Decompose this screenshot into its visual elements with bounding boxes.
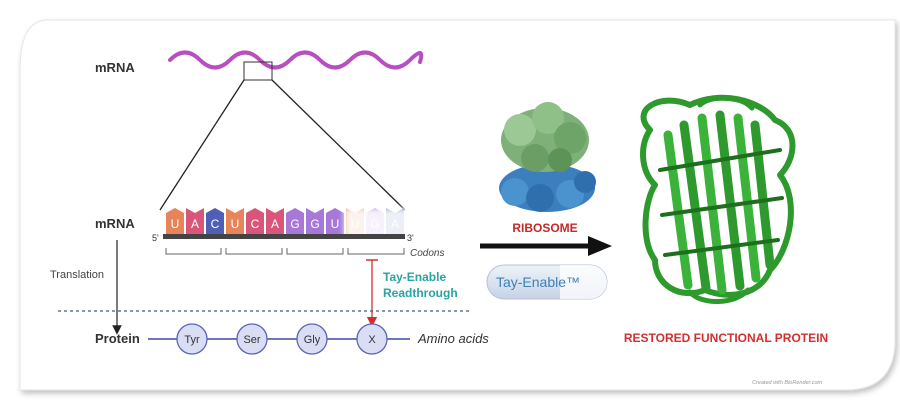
- ribosome-small-subunit-blob-4: [574, 171, 596, 193]
- nucleotide-shape: [166, 208, 184, 234]
- amino-acid-3: Gly: [296, 323, 328, 355]
- protein-cross-strand-1: [658, 148, 782, 172]
- card-background: [19, 19, 896, 391]
- nucleotide-base-label: U: [331, 217, 340, 231]
- mrna-mid-label: mRNA: [95, 216, 135, 231]
- amino-acid-circle: [236, 323, 268, 355]
- ribosome-label: RIBOSOME: [512, 221, 577, 235]
- codon-bracket-1: [165, 248, 222, 255]
- credit-label: Created with BioRender.com: [752, 380, 823, 386]
- ribosome-large-subunit-blob-5: [548, 148, 572, 172]
- nucleotide-base-label: A: [271, 217, 279, 231]
- protein-loop-bottom: [687, 287, 751, 304]
- ribosome-icon: [499, 102, 596, 212]
- nucleotide-4: U: [226, 208, 244, 234]
- nucleotide-9: U: [326, 208, 344, 234]
- nucleotide-shape: [186, 208, 204, 234]
- tay-enable-pill-label: Tay-Enable™: [496, 274, 580, 290]
- nucleotide-2: A: [186, 208, 204, 234]
- zoom-line-left: [159, 79, 245, 211]
- amino-acid-label: Ser: [243, 334, 260, 346]
- three-prime-label: 3': [407, 233, 414, 243]
- nucleotide-base-label: C: [211, 217, 220, 231]
- nucleotide-shape: [226, 208, 244, 234]
- protein-beta-strand-3: [697, 113, 727, 295]
- ribosome-small-subunit-blob-2: [526, 184, 554, 212]
- amino-acid-circle: [296, 323, 328, 355]
- nucleotide-base-label: A: [191, 217, 199, 231]
- nucleotide-base-label: C: [251, 217, 260, 231]
- ribosome-large-subunit-blob-2: [532, 102, 564, 134]
- amino-acids-label: Amino acids: [417, 331, 489, 346]
- process-arrow-head: [588, 236, 612, 256]
- nucleotide-8: G: [306, 208, 324, 234]
- codon-brackets: [165, 248, 405, 255]
- ribosome-large-subunit-blob-1: [504, 114, 536, 146]
- ribosome-large-subunit-blob-4: [521, 144, 549, 172]
- five-prime-label: 5': [152, 233, 159, 243]
- amino-acid-circle: [356, 323, 388, 355]
- tay-enable-pill-right-half: [560, 265, 607, 299]
- nucleotide-1: U: [166, 208, 184, 234]
- nucleotide-3: C: [206, 208, 224, 234]
- amino-acid-1: Tyr: [176, 323, 208, 355]
- mrna-backbone: [163, 234, 405, 239]
- protein-beta-strand-5: [733, 113, 761, 283]
- nucleotide-shape: [206, 208, 224, 234]
- protein-beta-strand-1: [663, 130, 693, 290]
- readthrough-label-line2: Readthrough: [383, 286, 458, 300]
- nucleotide-7: G: [286, 208, 304, 234]
- amino-acid-4: X: [356, 323, 388, 355]
- protein-beta-strand-4: [715, 110, 745, 291]
- nucleotide-shape: [326, 208, 344, 234]
- protein-cross-strand-2: [660, 196, 784, 217]
- amino-acid-label: X: [368, 334, 376, 346]
- amino-acid-2: Ser: [236, 323, 268, 355]
- nucleotide-base-label: G: [310, 217, 319, 231]
- readthrough-label-line1: Tay-Enable: [383, 270, 446, 284]
- protein-loop-top: [697, 95, 755, 111]
- zoom-box: [243, 61, 273, 81]
- nucleotide-shape: [246, 208, 264, 234]
- restored-protein-structure-icon: [640, 94, 796, 304]
- nucleotide-shape: [306, 208, 324, 234]
- nucleotide-5: C: [246, 208, 264, 234]
- nucleotide-shape: [286, 208, 304, 234]
- amino-acid-chain: Tyr Ser Gly X: [176, 323, 388, 355]
- ribosome-large-subunit-blob-3: [554, 122, 586, 154]
- nucleotide-6: A: [266, 208, 284, 234]
- restored-protein-label: RESTORED FUNCTIONAL PROTEIN: [624, 331, 828, 345]
- protein-label: Protein: [95, 331, 140, 346]
- nucleotide-base-label: U: [171, 217, 180, 231]
- protein-cross-strand-3: [663, 238, 780, 257]
- codons-label: Codons: [410, 248, 444, 259]
- mrna-top-label: mRNA: [95, 60, 135, 75]
- nucleotide-base-label: U: [231, 217, 240, 231]
- nucleotide-shape: [266, 208, 284, 234]
- mrna-wave: [168, 50, 424, 70]
- codon-bracket-3: [286, 248, 344, 255]
- zoom-line-right: [271, 79, 406, 211]
- nucleotide-base-label: G: [290, 217, 299, 231]
- codon-bracket-2: [225, 248, 283, 255]
- translation-label: Translation: [50, 269, 104, 281]
- ribosome-small-subunit-blob-1: [501, 178, 529, 206]
- amino-acid-label: Gly: [304, 334, 321, 346]
- codon-bracket-4: [347, 248, 405, 255]
- amino-acid-label: Tyr: [184, 334, 200, 346]
- amino-acid-circle: [176, 323, 208, 355]
- protein-beta-strand-2: [679, 120, 711, 293]
